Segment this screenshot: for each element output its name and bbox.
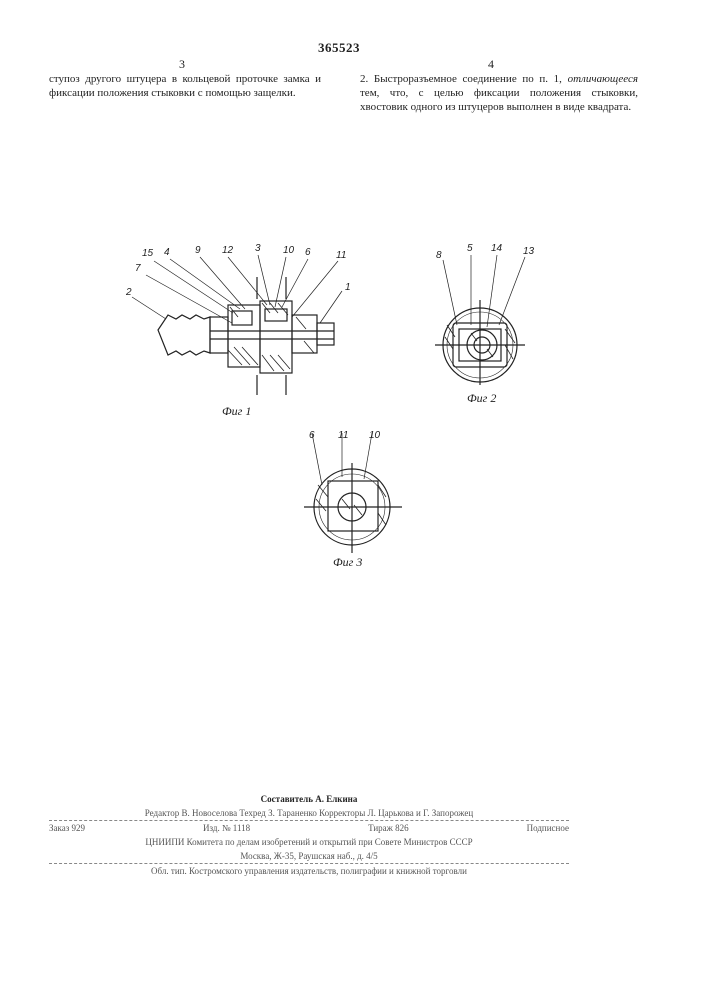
imprint-run: Тираж 826	[368, 821, 409, 835]
fig1-label-3: 3	[255, 243, 261, 254]
imprint-compiler: Составитель А. Елкина	[261, 794, 358, 804]
figure-3-drawing	[290, 425, 420, 555]
fig2-label-14: 14	[491, 243, 502, 254]
patent-number: 365523	[318, 40, 360, 56]
fig1-label-1: 1	[345, 282, 351, 293]
imprint-address: Москва, Ж-35, Раушская наб., д. 4/5	[49, 849, 569, 863]
claim-start: 2. Быстроразъемное соединение по п. 1,	[360, 73, 562, 85]
figure-2-drawing	[425, 245, 545, 390]
fig1-label-12: 12	[222, 245, 233, 256]
fig1-label-4: 4	[164, 247, 170, 258]
left-column-text: ступоз другого штуцера в кольцевой прото…	[49, 72, 321, 100]
imprint-organization: ЦНИИПИ Комитета по делам изобретений и о…	[49, 835, 569, 849]
fig1-label-15: 15	[142, 248, 153, 259]
fig1-caption: Фиг 1	[222, 404, 251, 419]
imprint-edition: Изд. № 1118	[203, 821, 250, 835]
imprint-printer: Обл. тип. Костромского управления издате…	[49, 864, 569, 878]
imprint-block: Составитель А. Елкина Редактор В. Новосе…	[49, 792, 569, 878]
fig2-caption: Фиг 2	[467, 391, 496, 406]
imprint-editors: Редактор В. Новоселова Техред З. Таранен…	[49, 806, 569, 820]
fig3-label-6: 6	[309, 430, 315, 441]
claim-rest: тем, что, с целью фиксации положения сты…	[360, 87, 638, 113]
fig1-label-2: 2	[126, 287, 132, 298]
figure-1-drawing	[110, 235, 370, 430]
fig3-label-11: 11	[338, 430, 348, 441]
column-number-left: 3	[179, 57, 185, 72]
fig1-label-6: 6	[305, 247, 311, 258]
fig1-label-9: 9	[195, 245, 201, 256]
fig2-label-13: 13	[523, 246, 534, 257]
fig2-label-5: 5	[467, 243, 473, 254]
fig3-caption: Фиг 3	[333, 555, 362, 570]
fig2-label-8: 8	[436, 250, 442, 261]
fig1-label-7: 7	[135, 263, 141, 274]
column-number-right: 4	[488, 57, 494, 72]
claim-emphasis: отличающееся	[568, 73, 638, 85]
right-column-claim: 2. Быстроразъемное соединение по п. 1, о…	[360, 72, 638, 114]
imprint-order: Заказ 929	[49, 821, 85, 835]
imprint-subscription: Подписное	[527, 821, 569, 835]
fig3-label-10: 10	[369, 430, 380, 441]
fig1-label-10: 10	[283, 245, 294, 256]
fig1-label-11: 11	[336, 250, 346, 261]
